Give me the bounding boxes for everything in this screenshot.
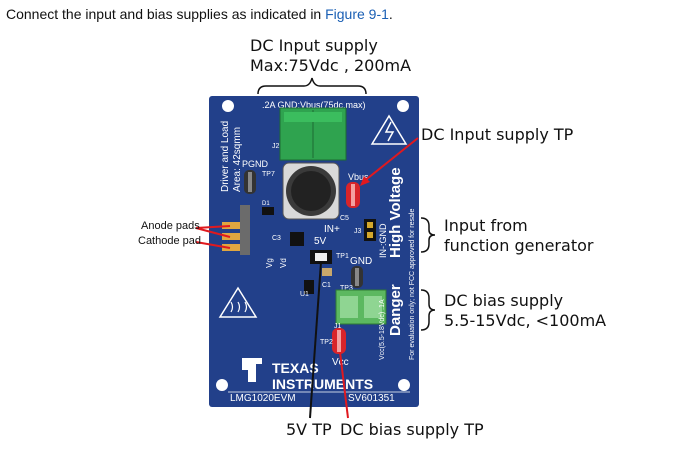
svg-text:C3: C3 [272, 235, 281, 242]
brand-texas: TEXAS [272, 360, 319, 376]
hot-surface-warning-icon [218, 286, 258, 318]
dc-input-tp-arrow [362, 137, 419, 183]
function-generator-label: function generator [444, 236, 594, 255]
five-v-label: 5V [314, 236, 327, 247]
svg-text:J1: J1 [334, 323, 342, 330]
svg-text:C5: C5 [340, 215, 349, 222]
part-number-silk: SV601351 [348, 393, 395, 404]
svg-text:J2: J2 [272, 143, 280, 150]
svg-text:Vg: Vg [265, 258, 274, 268]
vcc-range-silk: Vcc(5.5-18Vdc) .1A [379, 299, 386, 360]
anode-pad [222, 233, 240, 240]
input-from-label: Input from [444, 216, 528, 235]
cathode-arrow [195, 241, 231, 249]
brand-instruments: INSTRUMENTS [272, 376, 373, 392]
vbus-label: Vbus [348, 172, 369, 182]
in-gnd-label: IN-:GND [378, 223, 388, 258]
svg-text:U1: U1 [300, 291, 309, 298]
anode-arrow [195, 225, 231, 229]
dc-bias-brace [420, 289, 436, 331]
resistor-array [240, 205, 250, 255]
intro-sentence: Connect the input and bias supplies as i… [6, 6, 393, 22]
svg-text:D1: D1 [262, 201, 270, 207]
anode-pads-label: Anode pads [141, 220, 200, 232]
driver-load-area: Area: 42sqmm [232, 127, 243, 192]
dc-input-supply-label: DC Input supply [250, 36, 378, 55]
svg-text:J3: J3 [354, 228, 362, 235]
dc-input-tp-label: DC Input supply TP [421, 125, 574, 144]
intro-text: Connect the input and bias supplies as i… [6, 6, 326, 22]
high-voltage-warning-icon [370, 114, 408, 145]
five-v-tp-label: 5V TP [286, 420, 332, 439]
driver-load-label: Driver and Load [220, 121, 231, 192]
eval-note: For evaluation only; not FCC approved fo… [409, 209, 416, 360]
five-v-tp-arrow [309, 261, 322, 419]
figure-link[interactable]: Figure 9-1 [325, 6, 389, 22]
cathode-pad [222, 244, 240, 251]
anode-pad [222, 222, 240, 229]
tp7-label: TP7 [262, 171, 275, 178]
dc-bias-supply-rating: 5.5-15Vdc, <100mA [444, 311, 607, 330]
in-plus-label: IN+ [324, 224, 340, 235]
high-voltage-silk: High Voltage [387, 167, 404, 258]
svg-text:TP3: TP3 [340, 285, 353, 292]
model-silk: LMG1020EVM [230, 393, 296, 404]
mounting-hole [397, 100, 409, 112]
input-supply-brace [257, 77, 367, 95]
dc-bias-tp-arrow [339, 351, 349, 419]
anode-arrow [195, 227, 231, 238]
intro-period: . [388, 6, 393, 22]
pgnd-label: PGND [242, 159, 269, 169]
svg-text:TP1: TP1 [336, 253, 349, 260]
mounting-hole [222, 100, 234, 112]
mounting-hole [216, 379, 228, 391]
cathode-pad-label: Cathode pad [138, 235, 201, 247]
svg-text:C1: C1 [322, 282, 331, 289]
dc-bias-supply-label: DC bias supply [444, 291, 564, 310]
mounting-hole [398, 379, 410, 391]
driver-ic [290, 232, 304, 246]
top-silk-text: .2A GND:Vbus(75dc.max) [262, 100, 366, 110]
dc-bias-tp-label: DC bias supply TP [340, 420, 484, 439]
dc-input-supply-rating: Max:75Vdc , 200mA [250, 56, 412, 75]
ti-logo-icon [242, 358, 262, 382]
gnd-label: GND [350, 256, 372, 267]
svg-text:TP2: TP2 [320, 339, 333, 346]
svg-text:Vd: Vd [279, 258, 288, 268]
function-generator-brace [420, 217, 436, 253]
danger-silk: Danger [387, 284, 404, 336]
